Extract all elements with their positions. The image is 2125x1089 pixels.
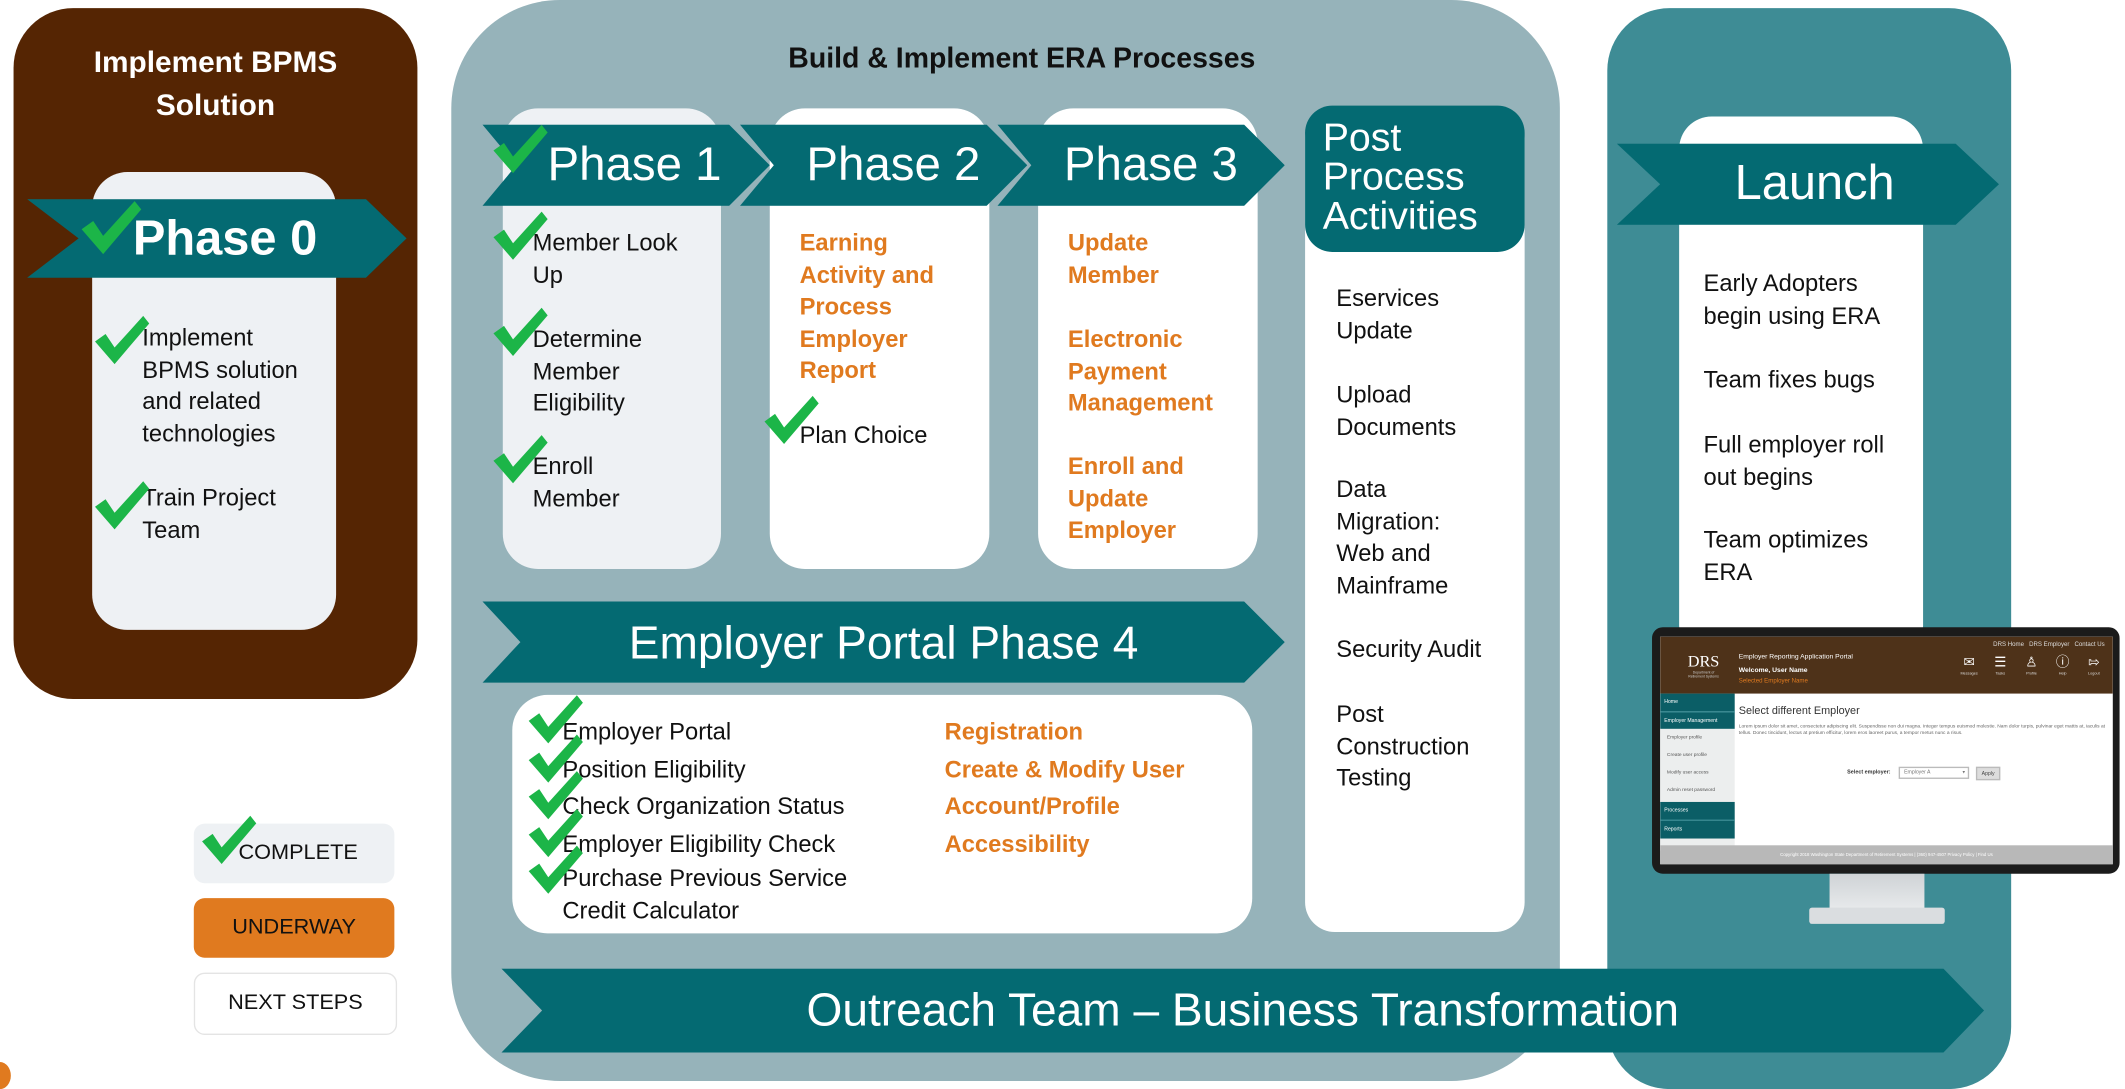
portal-welcome: Welcome, User Name	[1738, 666, 1808, 675]
phase0-item-train: Train Project Team	[142, 483, 276, 543]
nav-modify-user-access[interactable]: Modify user access	[1666, 769, 1709, 775]
portal-item-check-org-status: Check Organization Status	[562, 792, 845, 820]
post-item-security-audit: Security Audit	[1336, 635, 1482, 663]
build-implement-title: Build & Implement ERA Processes	[788, 43, 1256, 75]
phase2-banner	[739, 124, 1028, 206]
launch-item-optimizes: Team optimizes ERA	[1703, 525, 1869, 585]
check-icon	[488, 122, 550, 176]
phase3-banner	[997, 124, 1285, 206]
nav-home[interactable]: Home	[1660, 693, 1735, 712]
portal-lorem: Lorem ipsum dolor sit amet, consectetur …	[1738, 723, 2106, 736]
check-icon	[523, 843, 585, 897]
portal-item-registration: Registration	[944, 717, 1083, 746]
phase3-label: Phase 3	[1063, 138, 1238, 192]
phase2-label: Phase 2	[806, 138, 981, 192]
monitor-base	[1809, 907, 1945, 924]
check-icon	[488, 305, 550, 359]
check-icon	[523, 768, 585, 822]
check-icon	[197, 813, 259, 867]
phase1-item-member-lookup: Member Look Up	[532, 228, 678, 288]
portal-employer-select[interactable]: Employer A ▾	[1898, 766, 1970, 779]
phase1-label: Phase 1	[547, 138, 722, 192]
launch-title: Launch	[1734, 154, 1895, 210]
phase3-item-enroll-employer: Enroll and Update Employer	[1067, 452, 1184, 544]
portal-header-title: Employer Reporting Application Portal	[1738, 652, 1853, 662]
launch-item-early-adopters: Early Adopters begin using ERA	[1703, 269, 1881, 329]
portal-item-employer-portal: Employer Portal	[562, 717, 732, 746]
messages-icon[interactable]: ✉Messages	[1960, 655, 1978, 676]
portal-underway-list: Registration Create & Modify User Accoun…	[945, 714, 1185, 863]
check-icon	[759, 393, 821, 447]
phase2-item-plan-choice: Plan Choice	[799, 421, 928, 449]
outreach-title: Outreach Team – Business Transformation	[806, 984, 1679, 1037]
monitor-screen: DRS Home DRS Employer Contact Us DRS Dep…	[1660, 636, 2113, 865]
launch-item-fixes-bugs: Team fixes bugs	[1703, 365, 1875, 393]
check-icon	[523, 692, 585, 746]
nav-create-user-profile[interactable]: Create user profile	[1666, 751, 1707, 758]
nav-reports[interactable]: Reports	[1660, 819, 1735, 839]
launch-item-rollout: Full employer roll out begins	[1703, 430, 1885, 490]
portal-item-employer-eligibility: Employer Eligibility Check	[562, 829, 836, 857]
nav-admin-reset-password[interactable]: Admin reset password	[1666, 787, 1716, 793]
portal-banner	[482, 601, 1285, 683]
post-process-title: Post Process Activities	[1322, 116, 1478, 239]
portal-item-account-profile: Account/Profile	[944, 792, 1120, 820]
legend-underway: UNDERWAY	[193, 898, 395, 958]
profile-icon[interactable]: ♙Profile	[2025, 655, 2038, 676]
drs-logo: DRS Department of Retirement Systems	[1687, 651, 1720, 679]
check-icon	[76, 198, 144, 258]
portal-item-accessibility: Accessibility	[944, 829, 1090, 857]
phase1-item-enroll: Enroll Member	[532, 452, 620, 512]
check-icon	[89, 478, 151, 532]
tasks-icon[interactable]: ☰Tasks	[1994, 655, 2007, 676]
nav-processes[interactable]: Processes	[1660, 801, 1735, 820]
phase1-item-eligibility: Determine Member Eligibility	[532, 325, 643, 417]
post-process-header	[1305, 105, 1525, 252]
portal-header	[1660, 636, 2113, 694]
post-item-upload: Upload Documents	[1336, 380, 1457, 440]
check-icon	[488, 209, 550, 263]
implement-bpms-title: Implement BPMS Solution	[93, 44, 338, 122]
portal-item-position-eligibility: Position Eligibility	[562, 755, 746, 783]
check-icon	[523, 732, 585, 786]
post-item-data-migration: Data Migration: Web and Mainframe	[1336, 475, 1449, 599]
portal-top-links: DRS Home DRS Employer Contact Us	[1993, 640, 2105, 648]
phase0-item-implement: Implement BPMS solution and related tech…	[142, 323, 298, 447]
check-icon	[523, 806, 585, 860]
launch-banner	[1616, 143, 1999, 225]
phase3-item-electronic-payment: Electronic Payment Management	[1067, 325, 1213, 417]
portal-complete-list: Employer Portal Position Eligibility Che…	[562, 714, 847, 927]
post-item-post-construction: Post Construction Testing	[1336, 700, 1470, 792]
portal-footer: Copyright 2018 Washington State Departme…	[1660, 845, 2113, 865]
check-icon	[89, 313, 151, 367]
phase2-item-earning-activity: Earning Activity and Process Employer Re…	[799, 228, 935, 384]
nav-employer-management[interactable]: Employer Management	[1660, 711, 1735, 729]
portal-card	[512, 694, 1253, 934]
portal-select-label: Select employer:	[1847, 768, 1891, 775]
logout-icon[interactable]: ⇰Logout	[2088, 655, 2100, 676]
portal-page-heading: Select different Employer	[1738, 704, 1860, 717]
monitor-stand	[1829, 873, 1925, 911]
corner-accent	[0, 1062, 11, 1089]
chevron-down-icon: ▾	[1962, 769, 1966, 775]
portal-item-create-modify-user: Create & Modify User	[944, 755, 1185, 783]
portal-selected-employer: Selected Employer Name	[1738, 677, 1808, 685]
portal-sidebar: Home Employer Management Employer profil…	[1660, 693, 1735, 851]
phase3-item-update-member: Update Member	[1067, 228, 1159, 288]
portal-apply-button[interactable]: Apply	[1975, 766, 2001, 781]
outreach-banner	[501, 968, 1985, 1053]
phase0-label: Phase 0	[132, 209, 318, 266]
check-icon	[488, 432, 550, 486]
post-item-eservices: Eservices Update	[1336, 284, 1440, 344]
portal-item-purchase-service: Purchase Previous Service Credit Calcula…	[562, 864, 848, 924]
phase1-banner	[482, 124, 770, 206]
portal-title: Employer Portal Phase 4	[628, 617, 1139, 670]
nav-employer-profile[interactable]: Employer profile	[1666, 734, 1703, 740]
legend-next-steps: NEXT STEPS	[193, 972, 398, 1035]
